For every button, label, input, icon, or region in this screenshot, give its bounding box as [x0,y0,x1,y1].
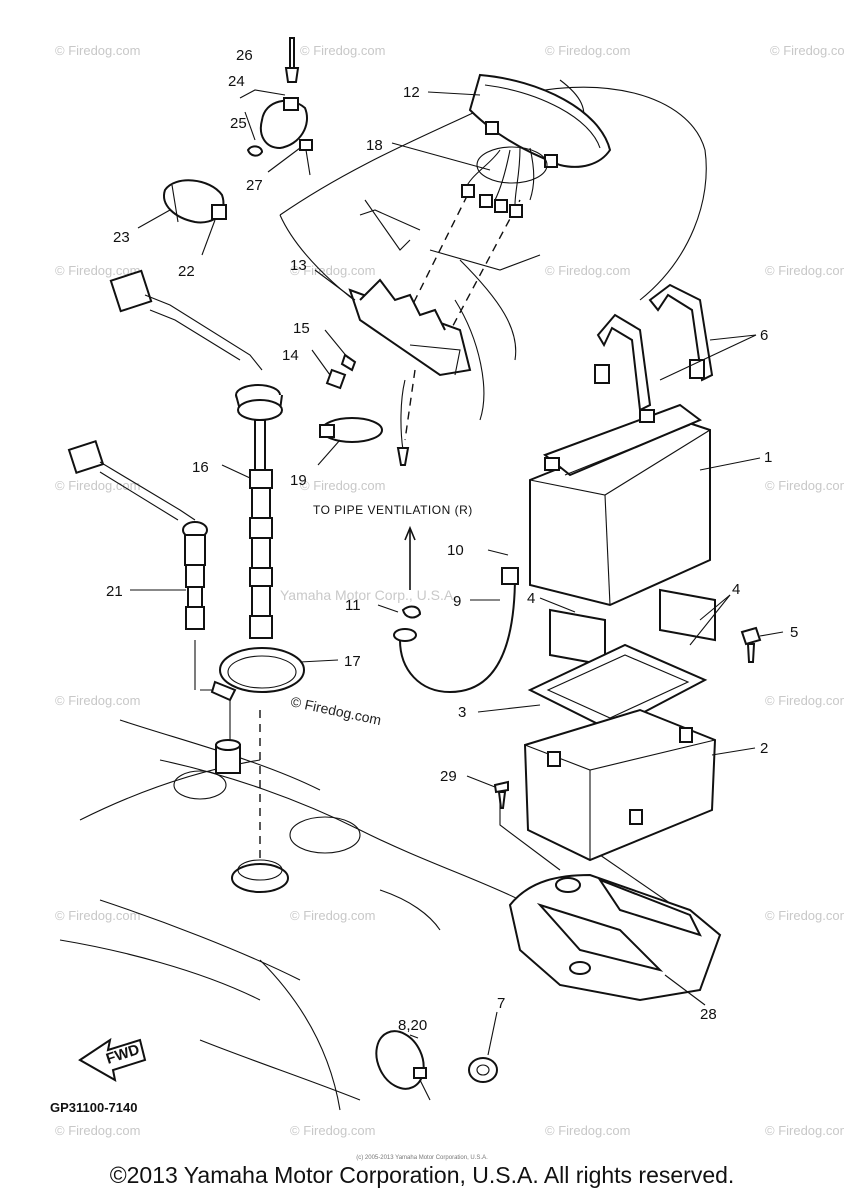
watermark: © Firedog.com [290,1123,375,1138]
watermark: © Firedog.com [765,478,844,493]
leader-lines [130,38,784,1056]
watermark-layer: © Firedog.com © Firedog.com © Firedog.co… [55,43,844,1138]
watermark: © Firedog.com [765,1123,844,1138]
part-base [508,873,722,1002]
watermark: © Firedog.com [55,478,140,493]
copyright-text: ©2013 Yamaha Motor Corporation, U.S.A. A… [109,1162,735,1188]
part-pads [549,588,716,667]
callout-21: 21 [106,583,123,600]
callout-8-20: 8,20 [398,1017,427,1034]
watermark: © Firedog.com [55,693,140,708]
callout-4a: 4 [527,590,535,607]
part-tray [523,643,717,862]
part-holder [325,278,472,466]
callout-27: 27 [246,177,263,194]
callout-23: 23 [113,229,130,246]
watermark: © Firedog.com [290,908,375,923]
callout-4b: 4 [732,581,740,598]
watermark: © Firedog.com [300,478,385,493]
watermark: © Firedog.com [545,1123,630,1138]
callout-7: 7 [497,995,505,1012]
callout-1: 1 [764,449,772,466]
watermark: © Firedog.com [765,908,844,923]
hull-outline [59,79,707,1111]
part-hose [393,525,519,694]
callout-26: 26 [236,47,253,64]
small-copyright: (c) 2005-2013 Yamaha Motor Corporation, … [356,1155,488,1161]
callout-28: 28 [700,1006,717,1023]
watermark: © Firedog.com [55,263,140,278]
callout-5: 5 [790,624,798,641]
part-straps [594,283,714,412]
part-band-17 [210,417,383,702]
callout-10: 10 [447,542,464,559]
part-band-8 [375,1030,498,1101]
callout-24: 24 [228,73,245,90]
callout-6: 6 [760,327,768,344]
watermark: © Firedog.com [765,263,844,278]
part-bolt [493,626,762,809]
callout-22: 22 [178,263,195,280]
callout-9: 9 [453,593,461,610]
callout-17: 17 [344,653,361,670]
part-clamp-upper [246,37,313,176]
watermark: © Firedog.com [765,693,844,708]
watermark: © Firedog.com [300,43,385,58]
watermark: © Firedog.com [55,43,140,58]
callout-14: 14 [282,347,299,364]
callout-25: 25 [230,115,247,132]
callout-19: 19 [290,472,307,489]
callout-15: 15 [293,320,310,337]
part-meter [461,73,612,218]
watermark: © Firedog.com [545,43,630,58]
watermark: © Firedog.com [545,263,630,278]
fwd-arrow-icon: FWD [78,1037,147,1082]
callout-29: 29 [440,768,457,785]
callout-11: 11 [345,597,361,614]
diagram-code: GP31100-7140 [50,1100,137,1115]
firedog-mark: © Firedog.com [289,693,382,728]
vent-note: TO PIPE VENTILATION (R) [313,503,473,517]
callout-12: 12 [403,84,420,101]
hull-grommets [215,739,289,893]
watermark: © Firedog.com [55,1123,140,1138]
part-band-left [163,179,227,224]
watermark: © Firedog.com [290,263,375,278]
callout-2: 2 [760,740,768,757]
center-watermark: Yamaha Motor Corp., U.S.A. [280,587,457,603]
part-sensor-21 [67,440,208,630]
callout-16: 16 [192,459,209,476]
callout-18: 18 [366,137,383,154]
watermark: © Firedog.com [55,908,140,923]
watermark: © Firedog.com [770,43,844,58]
part-sensor-16 [109,269,283,639]
part-battery [529,403,711,607]
callout-3: 3 [458,704,466,721]
callout-13: 13 [290,257,307,274]
